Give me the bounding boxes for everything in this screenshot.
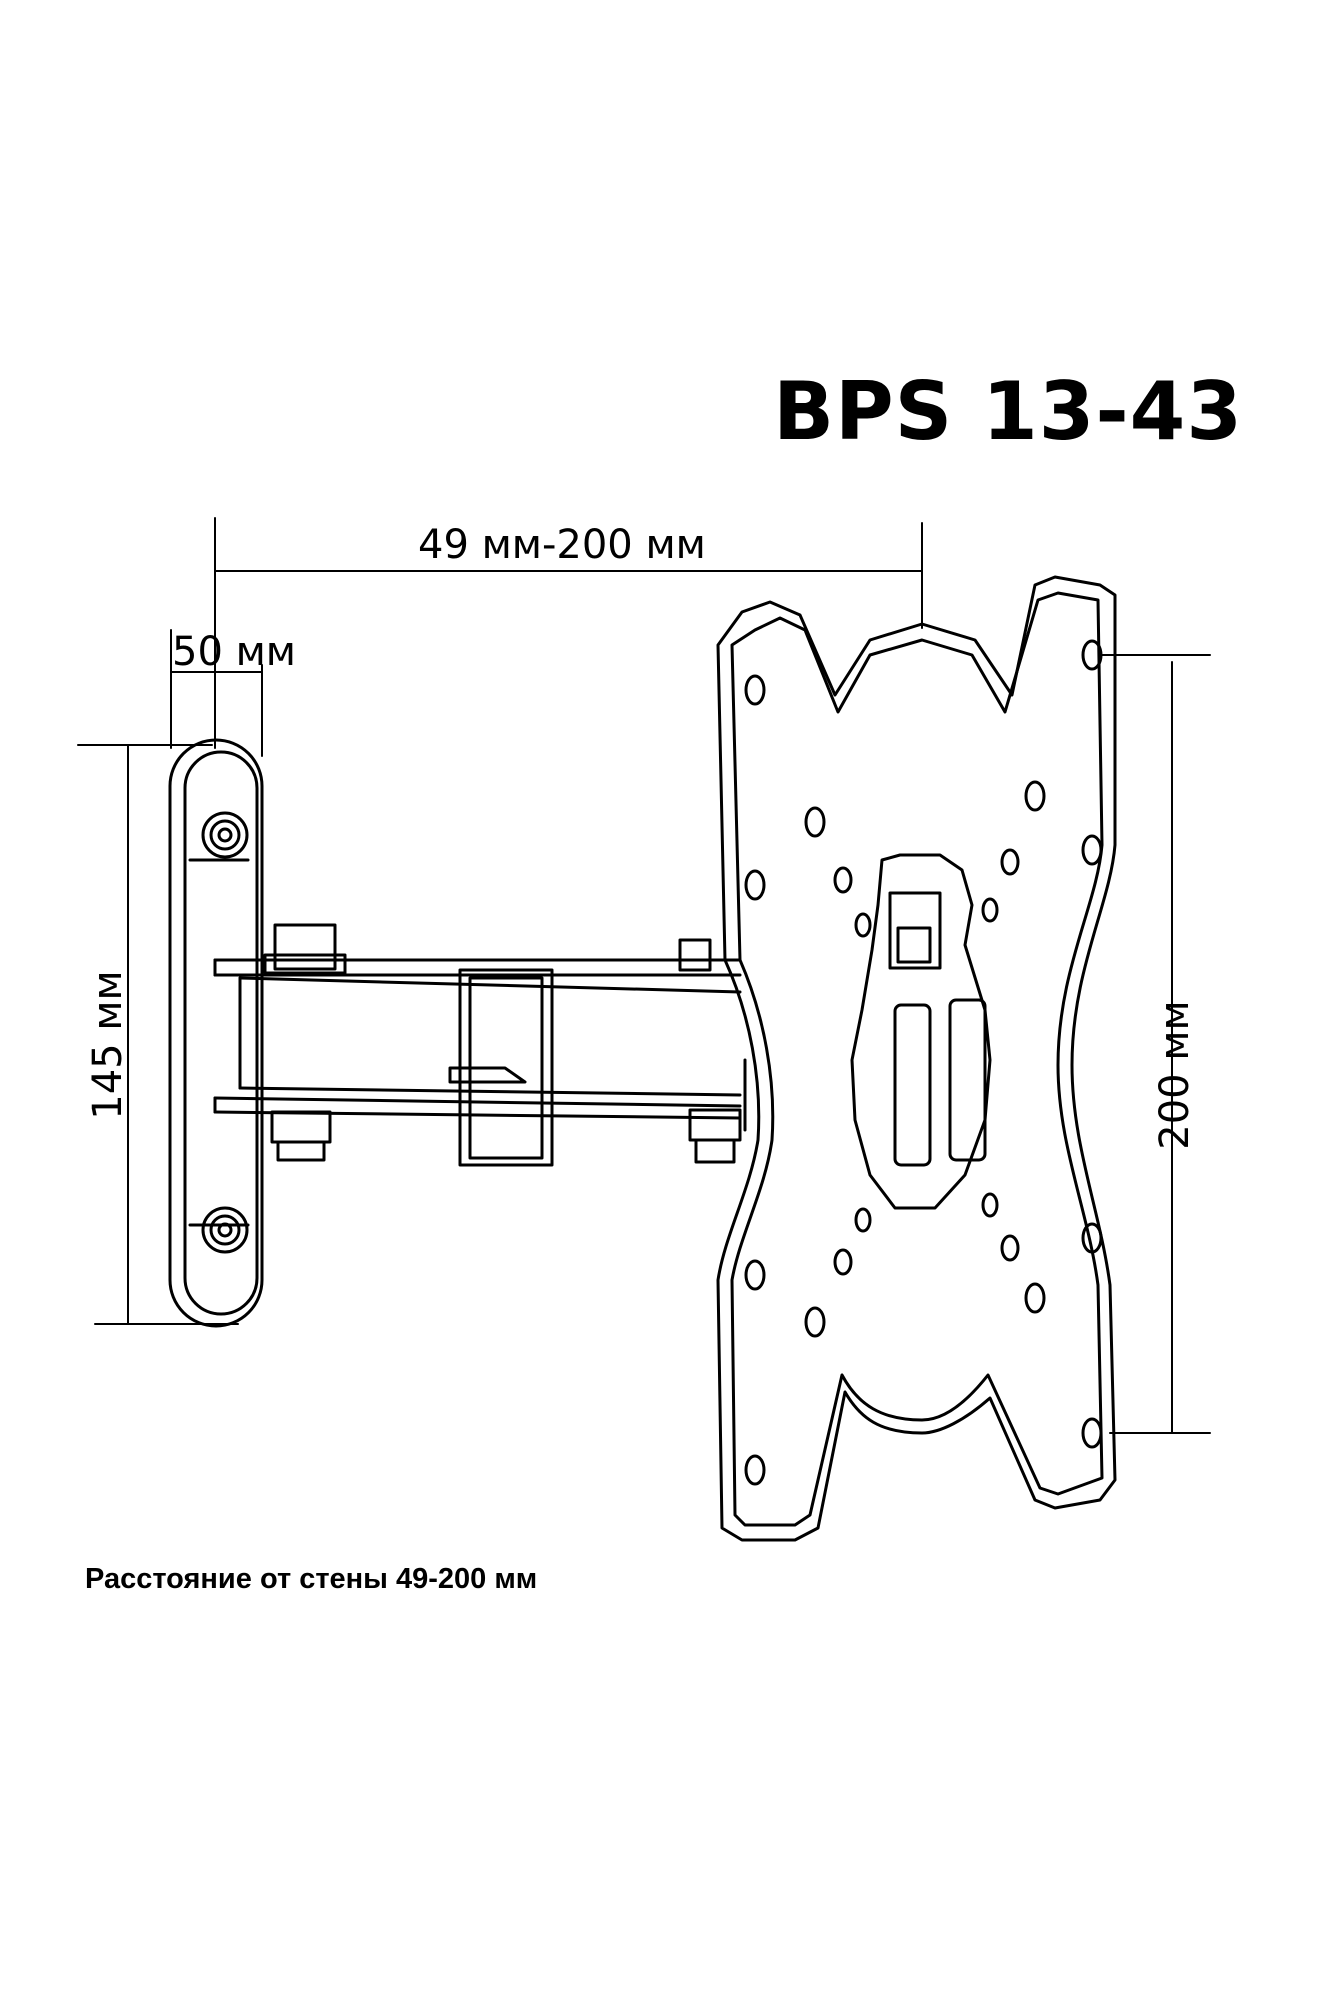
dimension-wall-plate-height: 145 мм [85, 970, 131, 1120]
dimension-vesa-spacing: 200 мм [1152, 1000, 1198, 1150]
dimension-depth: 50 мм [172, 629, 296, 675]
dimension-lines [77, 517, 1211, 1434]
model-title: BPS 13-43 [773, 365, 1243, 458]
wall-distance-caption: Расстояние от стены 49-200 мм [85, 1563, 538, 1595]
wall-plate [168, 738, 264, 1328]
dimension-width-range: 49 мм-200 мм [418, 522, 706, 568]
vesa-plate [716, 575, 1117, 1542]
swing-arm [213, 923, 747, 1167]
